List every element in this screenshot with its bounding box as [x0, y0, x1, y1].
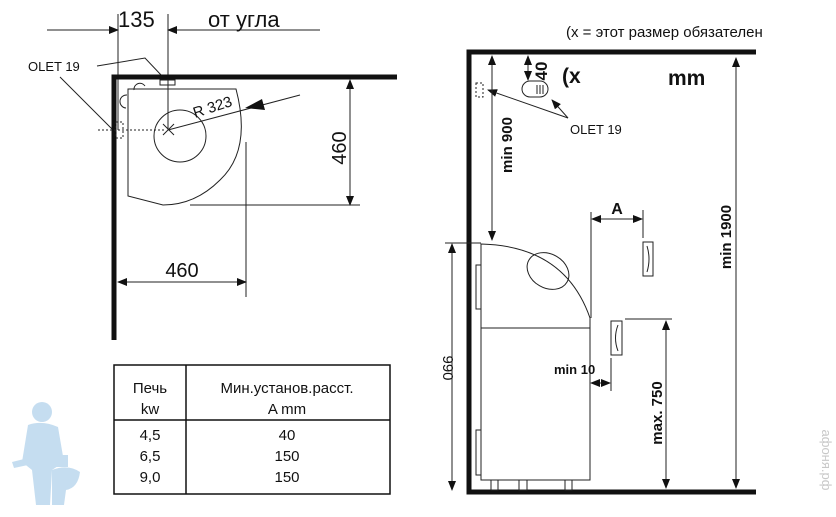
radius-label: R 323 — [191, 93, 234, 122]
radius-arrow — [245, 99, 265, 110]
cell-kw: 6,5 — [140, 448, 161, 465]
cell-kw: 9,0 — [140, 469, 161, 486]
stone-opening — [526, 252, 570, 290]
table-border — [113, 364, 391, 495]
cell-kw: 4,5 — [140, 427, 161, 444]
olet-sensor — [521, 80, 549, 98]
dim-depth-460: 460 — [329, 131, 351, 164]
min-10-label: min 10 — [554, 362, 595, 377]
stone-chamber — [153, 109, 207, 163]
plumber-clipart — [12, 402, 80, 505]
wall-panel-detail — [615, 324, 619, 352]
corner-walls — [111, 74, 397, 340]
table-row: 6,5 150 — [140, 448, 300, 465]
mandatory-note: (x = этот размер обязателен — [566, 24, 763, 41]
olet-leader — [96, 57, 163, 77]
side-walls-floor — [466, 49, 756, 495]
dim-a: A — [611, 201, 623, 218]
olet-leader — [487, 89, 569, 119]
olet-leader — [551, 99, 569, 119]
dim-width-460: 460 — [165, 260, 198, 282]
dim-990: 990 — [439, 355, 456, 380]
max-750-label: max. 750 — [649, 381, 666, 444]
units-label: mm — [668, 67, 705, 90]
wall-panel — [610, 320, 623, 356]
side-panel — [475, 429, 482, 476]
side-panel — [475, 264, 482, 310]
stove-outline — [127, 88, 242, 206]
table-row: 4,5 40 — [140, 427, 296, 444]
from-corner-label: от угла — [208, 7, 280, 32]
olet-label: OLET 19 — [570, 122, 622, 137]
stove-foot — [564, 479, 573, 491]
stove-detail — [119, 94, 128, 109]
cell-a-mm: 150 — [274, 448, 299, 465]
dim-40: 40 — [532, 62, 551, 81]
dim-135: 135 — [118, 7, 155, 32]
wall-panel — [642, 241, 654, 277]
header-distance: Мин.установ.расст. — [220, 380, 353, 397]
olet-label: OLET 19 — [28, 59, 80, 74]
min-1900-label: min 1900 — [718, 205, 735, 269]
watermark: афоня.рф — [819, 430, 834, 491]
header-stove: Печь — [133, 380, 167, 397]
header-distance-unit: A mm — [268, 401, 306, 418]
stove-side-outline — [480, 243, 591, 481]
cell-a-mm: 150 — [274, 469, 299, 486]
olet-sensor-grille — [536, 85, 544, 94]
wall-panel-detail — [646, 245, 650, 273]
x-mark: (x — [562, 65, 581, 88]
side-view: (x = этот размер обязателен 40 (x mm OLE… — [439, 24, 763, 495]
plan-view: 135 от угла OLET 19 R 323 460 460 — [28, 7, 397, 340]
min-900-label: min 900 — [499, 117, 516, 173]
clearance-table: Печь kw Мин.установ.расст. A mm 4,5 40 6… — [113, 364, 391, 495]
olet-sensor-hidden — [475, 82, 484, 98]
radius-line — [167, 94, 301, 131]
table-row: 9,0 150 — [140, 469, 300, 486]
olet-leader — [59, 76, 117, 134]
stove-foot — [518, 479, 528, 491]
olet-outlet — [159, 79, 176, 86]
header-stove-unit: kw — [141, 401, 160, 418]
stove-detail — [133, 82, 146, 91]
cell-a-mm: 40 — [279, 427, 296, 444]
stove-foot — [490, 479, 499, 491]
